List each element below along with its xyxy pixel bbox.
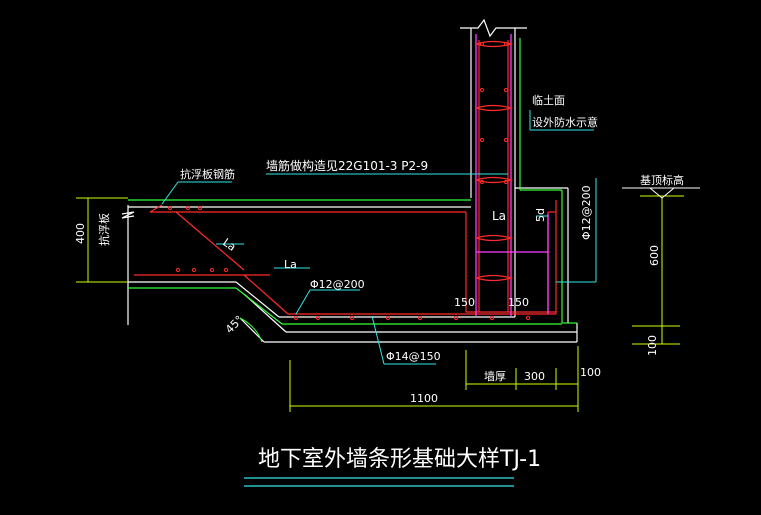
rebar-dot xyxy=(349,315,355,321)
stirrup-group xyxy=(475,34,549,316)
rebar-dot xyxy=(293,315,299,321)
rebar-dot xyxy=(185,205,191,211)
rebar-dot xyxy=(167,205,173,211)
rebar-dot xyxy=(479,87,485,93)
rebar-dot xyxy=(197,205,203,211)
dim-wall-300: 300 xyxy=(524,370,545,383)
rebar-dot xyxy=(525,315,531,321)
rebar-dot xyxy=(223,267,229,273)
rebar-dot xyxy=(175,267,181,273)
dim-150-left: 150 xyxy=(454,296,475,309)
dim-bottom-offset: 100 xyxy=(646,335,659,356)
anchorage-label-wall: La xyxy=(492,209,506,223)
stirrup-tie xyxy=(475,234,514,242)
drawing-title: 地下室外墙条形基础大样TJ-1 xyxy=(258,447,541,472)
elevation-marker xyxy=(622,187,700,199)
rebar-dot xyxy=(479,137,485,143)
rebar-dot xyxy=(191,267,197,273)
stirrup-tie xyxy=(475,274,514,282)
rebar-vertical-label: Φ12@200 xyxy=(580,185,593,240)
rebar-dot xyxy=(503,87,509,93)
rebar-dot xyxy=(385,315,391,321)
dim-150-right: 150 xyxy=(508,296,529,309)
hook-5d-label: 5d xyxy=(534,208,547,222)
angle-arc xyxy=(239,317,263,343)
rebar-group xyxy=(134,40,557,315)
rebar-dot xyxy=(417,315,423,321)
waterproof-layer xyxy=(128,38,577,325)
rebar-dot xyxy=(489,315,495,321)
dim-footing-height: 600 xyxy=(648,245,661,266)
rebar-bottom-label: Φ14@150 xyxy=(386,350,441,363)
title-underline xyxy=(244,477,514,487)
text-labels: 墙筋做构造见22G101-3 P2-9 抗浮板钢筋 临土面 设外防水示意 基顶标… xyxy=(74,93,684,472)
anti-float-slab-label: 抗浮板 xyxy=(97,213,111,246)
dim-total-width: 1100 xyxy=(410,392,438,405)
rebar-top-label: Φ12@200 xyxy=(310,278,365,291)
wall-thickness-label: 墙厚 xyxy=(484,369,506,383)
wall-reinforcement-note: 墙筋做构造见22G101-3 P2-9 xyxy=(266,158,428,173)
dim-slab-thickness: 400 xyxy=(74,223,87,244)
backfill-label-2: 设外防水示意 xyxy=(532,115,598,129)
dimension-lines xyxy=(76,195,684,412)
concrete-outline xyxy=(121,18,578,343)
backfill-label-1: 临土面 xyxy=(532,93,565,107)
stirrup-ties xyxy=(475,40,514,282)
anchorage-label-slab: La xyxy=(284,258,297,271)
anchorage-label-bent: La xyxy=(220,236,238,254)
rebar-dot xyxy=(315,315,321,321)
stirrup-tie xyxy=(475,40,514,48)
rebar-dot xyxy=(209,267,215,273)
foundation-elevation-label: 基顶标高 xyxy=(640,173,684,187)
stirrup-tie xyxy=(475,176,514,184)
anti-float-rebar-label: 抗浮板钢筋 xyxy=(180,167,235,181)
dim-wall-100: 100 xyxy=(580,366,601,379)
rebar-dot xyxy=(453,315,459,321)
rebar-dot xyxy=(503,137,509,143)
stirrup-tie xyxy=(475,104,514,112)
annotation-leaders xyxy=(161,110,597,365)
